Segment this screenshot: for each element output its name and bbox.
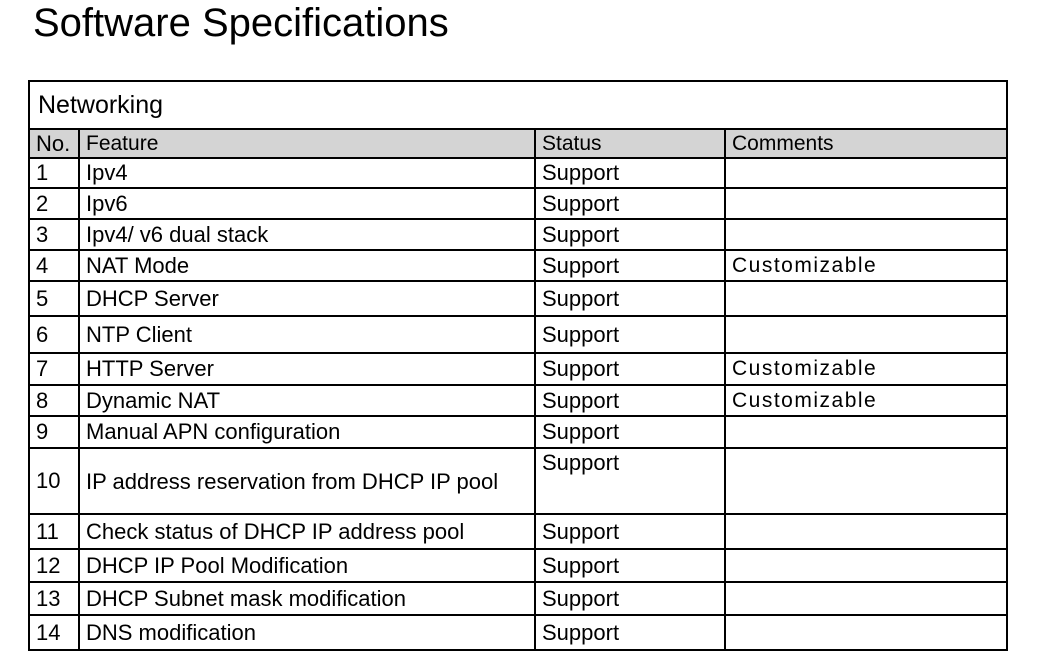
row-no: 9 [28,415,80,449]
row-comments [724,315,1008,354]
row-feature: Manual APN configuration [78,415,536,449]
row-comments: Customizable [724,352,1008,386]
header-no: No. [28,128,80,159]
row-comments: Customizable [724,249,1008,282]
row-feature: Ipv4 [78,157,536,189]
section-header-row: Networking [28,80,1008,130]
row-comments [724,581,1008,616]
table-row: 5 DHCP Server Support [28,280,1008,317]
row-status: Support [534,187,726,220]
row-feature: HTTP Server [78,352,536,386]
row-status: Support [534,249,726,282]
column-header-row: No. Feature Status Comments [28,128,1008,159]
row-no: 8 [28,384,80,417]
header-feature: Feature [78,128,536,159]
section-title: Networking [28,80,1008,130]
row-comments [724,447,1008,515]
row-feature: NTP Client [78,315,536,354]
row-no: 14 [28,614,80,651]
row-feature: NAT Mode [78,249,536,282]
row-feature: IP address reservation from DHCP IP pool [78,447,536,515]
row-no: 1 [28,157,80,189]
table-row: 2 Ipv6 Support [28,187,1008,220]
row-feature: Ipv6 [78,187,536,220]
row-status: Support [534,415,726,449]
row-status: Support [534,218,726,251]
row-status: Support [534,513,726,550]
header-status: Status [534,128,726,159]
row-status: Support [534,352,726,386]
table-row: 10 IP address reservation from DHCP IP p… [28,447,1008,515]
row-no: 13 [28,581,80,616]
row-status: Support [534,384,726,417]
row-comments [724,187,1008,220]
table-row: 14 DNS modification Support [28,614,1008,651]
row-feature: DHCP IP Pool Modification [78,548,536,583]
row-no: 6 [28,315,80,354]
header-comments: Comments [724,128,1008,159]
row-comments [724,280,1008,317]
row-no: 4 [28,249,80,282]
row-comments [724,548,1008,583]
table-row: 11 Check status of DHCP IP address pool … [28,513,1008,550]
table-row: 4 NAT Mode Support Customizable [28,249,1008,282]
row-status: Support [534,280,726,317]
row-comments [724,513,1008,550]
row-feature: Check status of DHCP IP address pool [78,513,536,550]
row-no: 12 [28,548,80,583]
row-feature: Ipv4/ v6 dual stack [78,218,536,251]
row-no: 7 [28,352,80,386]
table-row: 12 DHCP IP Pool Modification Support [28,548,1008,583]
table-row: 13 DHCP Subnet mask modification Support [28,581,1008,616]
row-status: Support [534,548,726,583]
row-feature: DHCP Server [78,280,536,317]
row-status: Support [534,157,726,189]
table-row: 1 Ipv4 Support [28,157,1008,189]
row-comments [724,157,1008,189]
row-feature: DHCP Subnet mask modification [78,581,536,616]
row-no: 5 [28,280,80,317]
table-row: 8 Dynamic NAT Support Customizable [28,384,1008,417]
row-feature: DNS modification [78,614,536,651]
table-row: 3 Ipv4/ v6 dual stack Support [28,218,1008,251]
row-status: Support [534,315,726,354]
row-no: 2 [28,187,80,220]
row-no: 3 [28,218,80,251]
row-no: 11 [28,513,80,550]
row-status: Support [534,581,726,616]
table-row: 7 HTTP Server Support Customizable [28,352,1008,386]
row-feature: Dynamic NAT [78,384,536,417]
row-comments [724,415,1008,449]
table-row: 9 Manual APN configuration Support [28,415,1008,449]
row-status: Support [534,447,726,515]
row-comments: Customizable [724,384,1008,417]
page-title: Software Specifications [33,1,449,45]
table-row: 6 NTP Client Support [28,315,1008,354]
row-comments [724,218,1008,251]
row-status: Support [534,614,726,651]
row-no: 10 [28,447,80,515]
row-comments [724,614,1008,651]
networking-spec-table: Networking No. Feature Status Comments 1… [28,80,1008,651]
